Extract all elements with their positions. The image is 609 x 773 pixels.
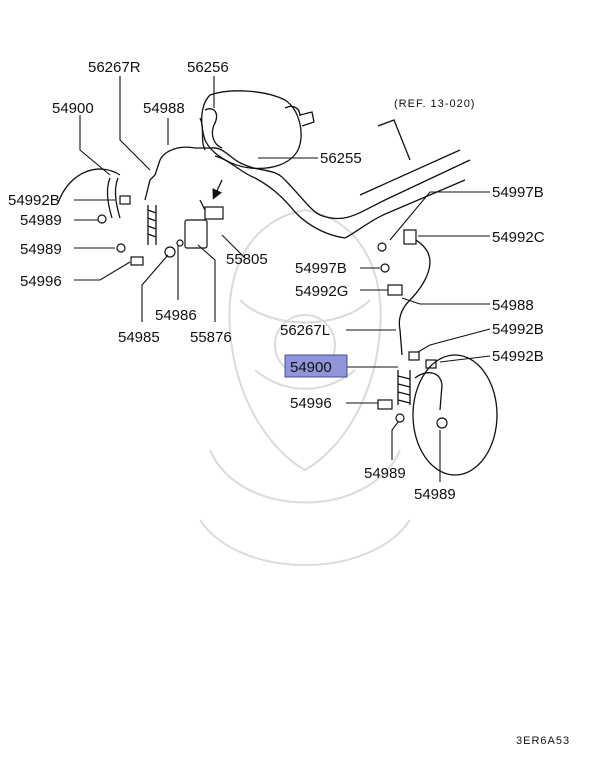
label-54989-bottom-2[interactable]: 54989 — [414, 486, 456, 503]
right-brake-hose — [377, 229, 498, 476]
part-labels: 56267R 56256 54900 54988 56255 54992B 54… — [8, 59, 545, 503]
label-54986[interactable]: 54986 — [155, 307, 197, 324]
transmission-outline — [201, 90, 315, 170]
label-54992G[interactable]: 54992G — [295, 283, 348, 300]
label-54992C[interactable]: 54992C — [492, 229, 545, 246]
label-54985[interactable]: 54985 — [118, 329, 160, 346]
label-54989-left-1[interactable]: 54989 — [20, 212, 62, 229]
label-54992B-right-1[interactable]: 54992B — [492, 321, 544, 338]
label-56267L[interactable]: 56267L — [280, 322, 330, 339]
reference-line — [359, 119, 461, 196]
label-54989-bottom-1[interactable]: 54989 — [364, 465, 406, 482]
label-54996-right[interactable]: 54996 — [290, 395, 332, 412]
label-54988-top[interactable]: 54988 — [143, 100, 185, 117]
label-54992B-right-2[interactable]: 54992B — [492, 348, 544, 365]
valve-assembly — [164, 179, 224, 258]
label-54992B-left[interactable]: 54992B — [8, 192, 60, 209]
label-56267R[interactable]: 56267R — [88, 59, 141, 76]
label-54997B-mid[interactable]: 54997B — [295, 260, 347, 277]
brake-lines — [144, 108, 471, 356]
label-54988-right[interactable]: 54988 — [492, 297, 534, 314]
label-54989-left-2[interactable]: 54989 — [20, 241, 62, 258]
left-brake-hose — [57, 168, 157, 266]
label-54996-left[interactable]: 54996 — [20, 273, 62, 290]
watermark-emblem — [199, 208, 411, 566]
label-56256[interactable]: 56256 — [187, 59, 229, 76]
label-55805[interactable]: 55805 — [226, 251, 268, 268]
label-56255[interactable]: 56255 — [320, 150, 362, 167]
diagram-code: 3ER6A53 — [516, 735, 570, 747]
label-54900-top[interactable]: 54900 — [52, 100, 94, 117]
label-55876[interactable]: 55876 — [190, 329, 232, 346]
label-54900-highlight[interactable]: 54900 — [290, 359, 332, 376]
label-54997B-right[interactable]: 54997B — [492, 184, 544, 201]
reference-note: (REF. 13-020) — [394, 98, 475, 110]
leader-lines — [74, 76, 491, 482]
highlight-box — [284, 354, 348, 378]
